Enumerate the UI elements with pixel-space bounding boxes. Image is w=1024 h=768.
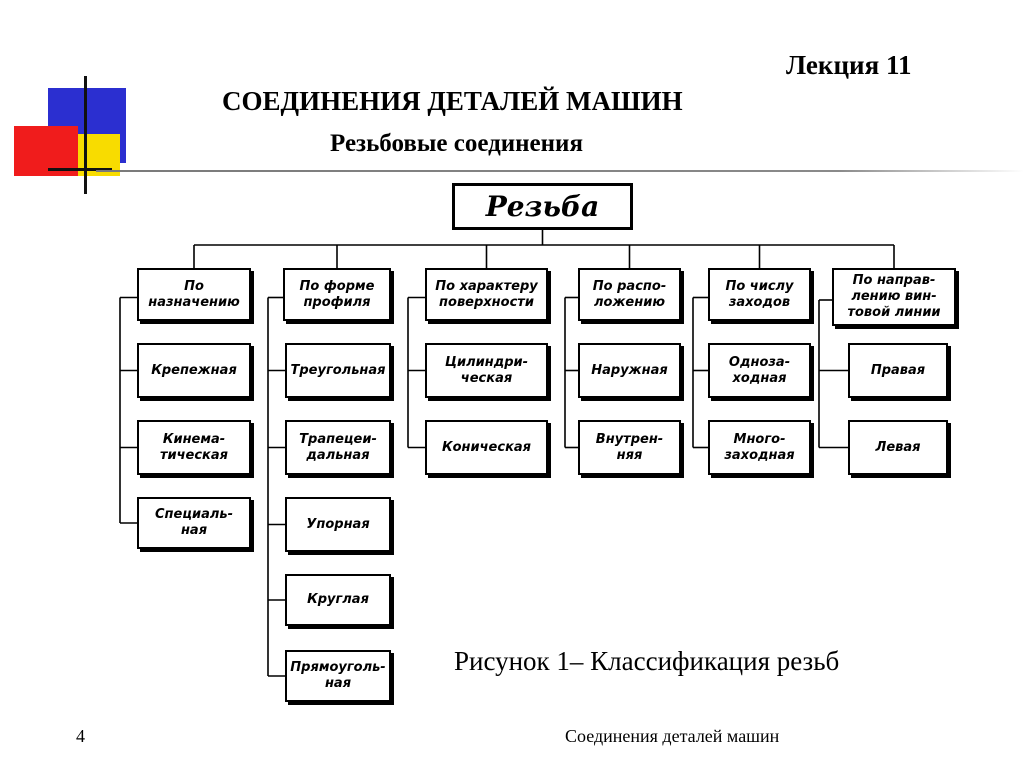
thread-type-node: Кинема- тическая [137,420,251,475]
decor-vertical-line [84,76,87,194]
category-node: По характеру поверхности [425,268,548,321]
thread-type-node: Круглая [285,574,391,626]
thread-type-node: Много- заходная [708,420,811,475]
category-node: По форме профиля [283,268,391,321]
thread-type-node: Прямоуголь- ная [285,650,391,702]
thread-type-node: Внутрен- няя [578,420,681,475]
thread-type-node: Наружная [578,343,681,398]
thread-type-node: Упорная [285,497,391,552]
figure-caption: Рисунок 1– Классификация резьб [454,646,840,676]
root-node: Резьба [452,183,633,230]
thread-type-node: Коническая [425,420,548,475]
thread-type-node: Трапецеи- дальная [285,420,391,475]
thread-type-node: Специаль- ная [137,497,251,549]
page-number: 4 [76,726,85,746]
thread-type-node: Треугольная [285,343,391,398]
thread-type-node: Левая [848,420,948,475]
footer-text: Соединения деталей машин [565,726,780,746]
thread-type-node: Цилиндри- ческая [425,343,548,398]
decor-horizontal-line [48,168,112,171]
title-divider [96,170,1024,172]
thread-type-node: Одноза- ходная [708,343,811,398]
category-node: По назначению [137,268,251,321]
thread-type-node: Правая [848,343,948,398]
slide-subtitle: Резьбовые соединения [330,130,583,157]
thread-type-node: Крепежная [137,343,251,398]
decor-red-square [14,126,78,176]
lecture-label: Лекция 11 [786,50,912,80]
category-node: По направ- лению вин- товой линии [832,268,956,326]
category-node: По числу заходов [708,268,811,321]
slide-title: СОЕДИНЕНИЯ ДЕТАЛЕЙ МАШИН [222,86,683,116]
category-node: По распо- ложению [578,268,681,321]
